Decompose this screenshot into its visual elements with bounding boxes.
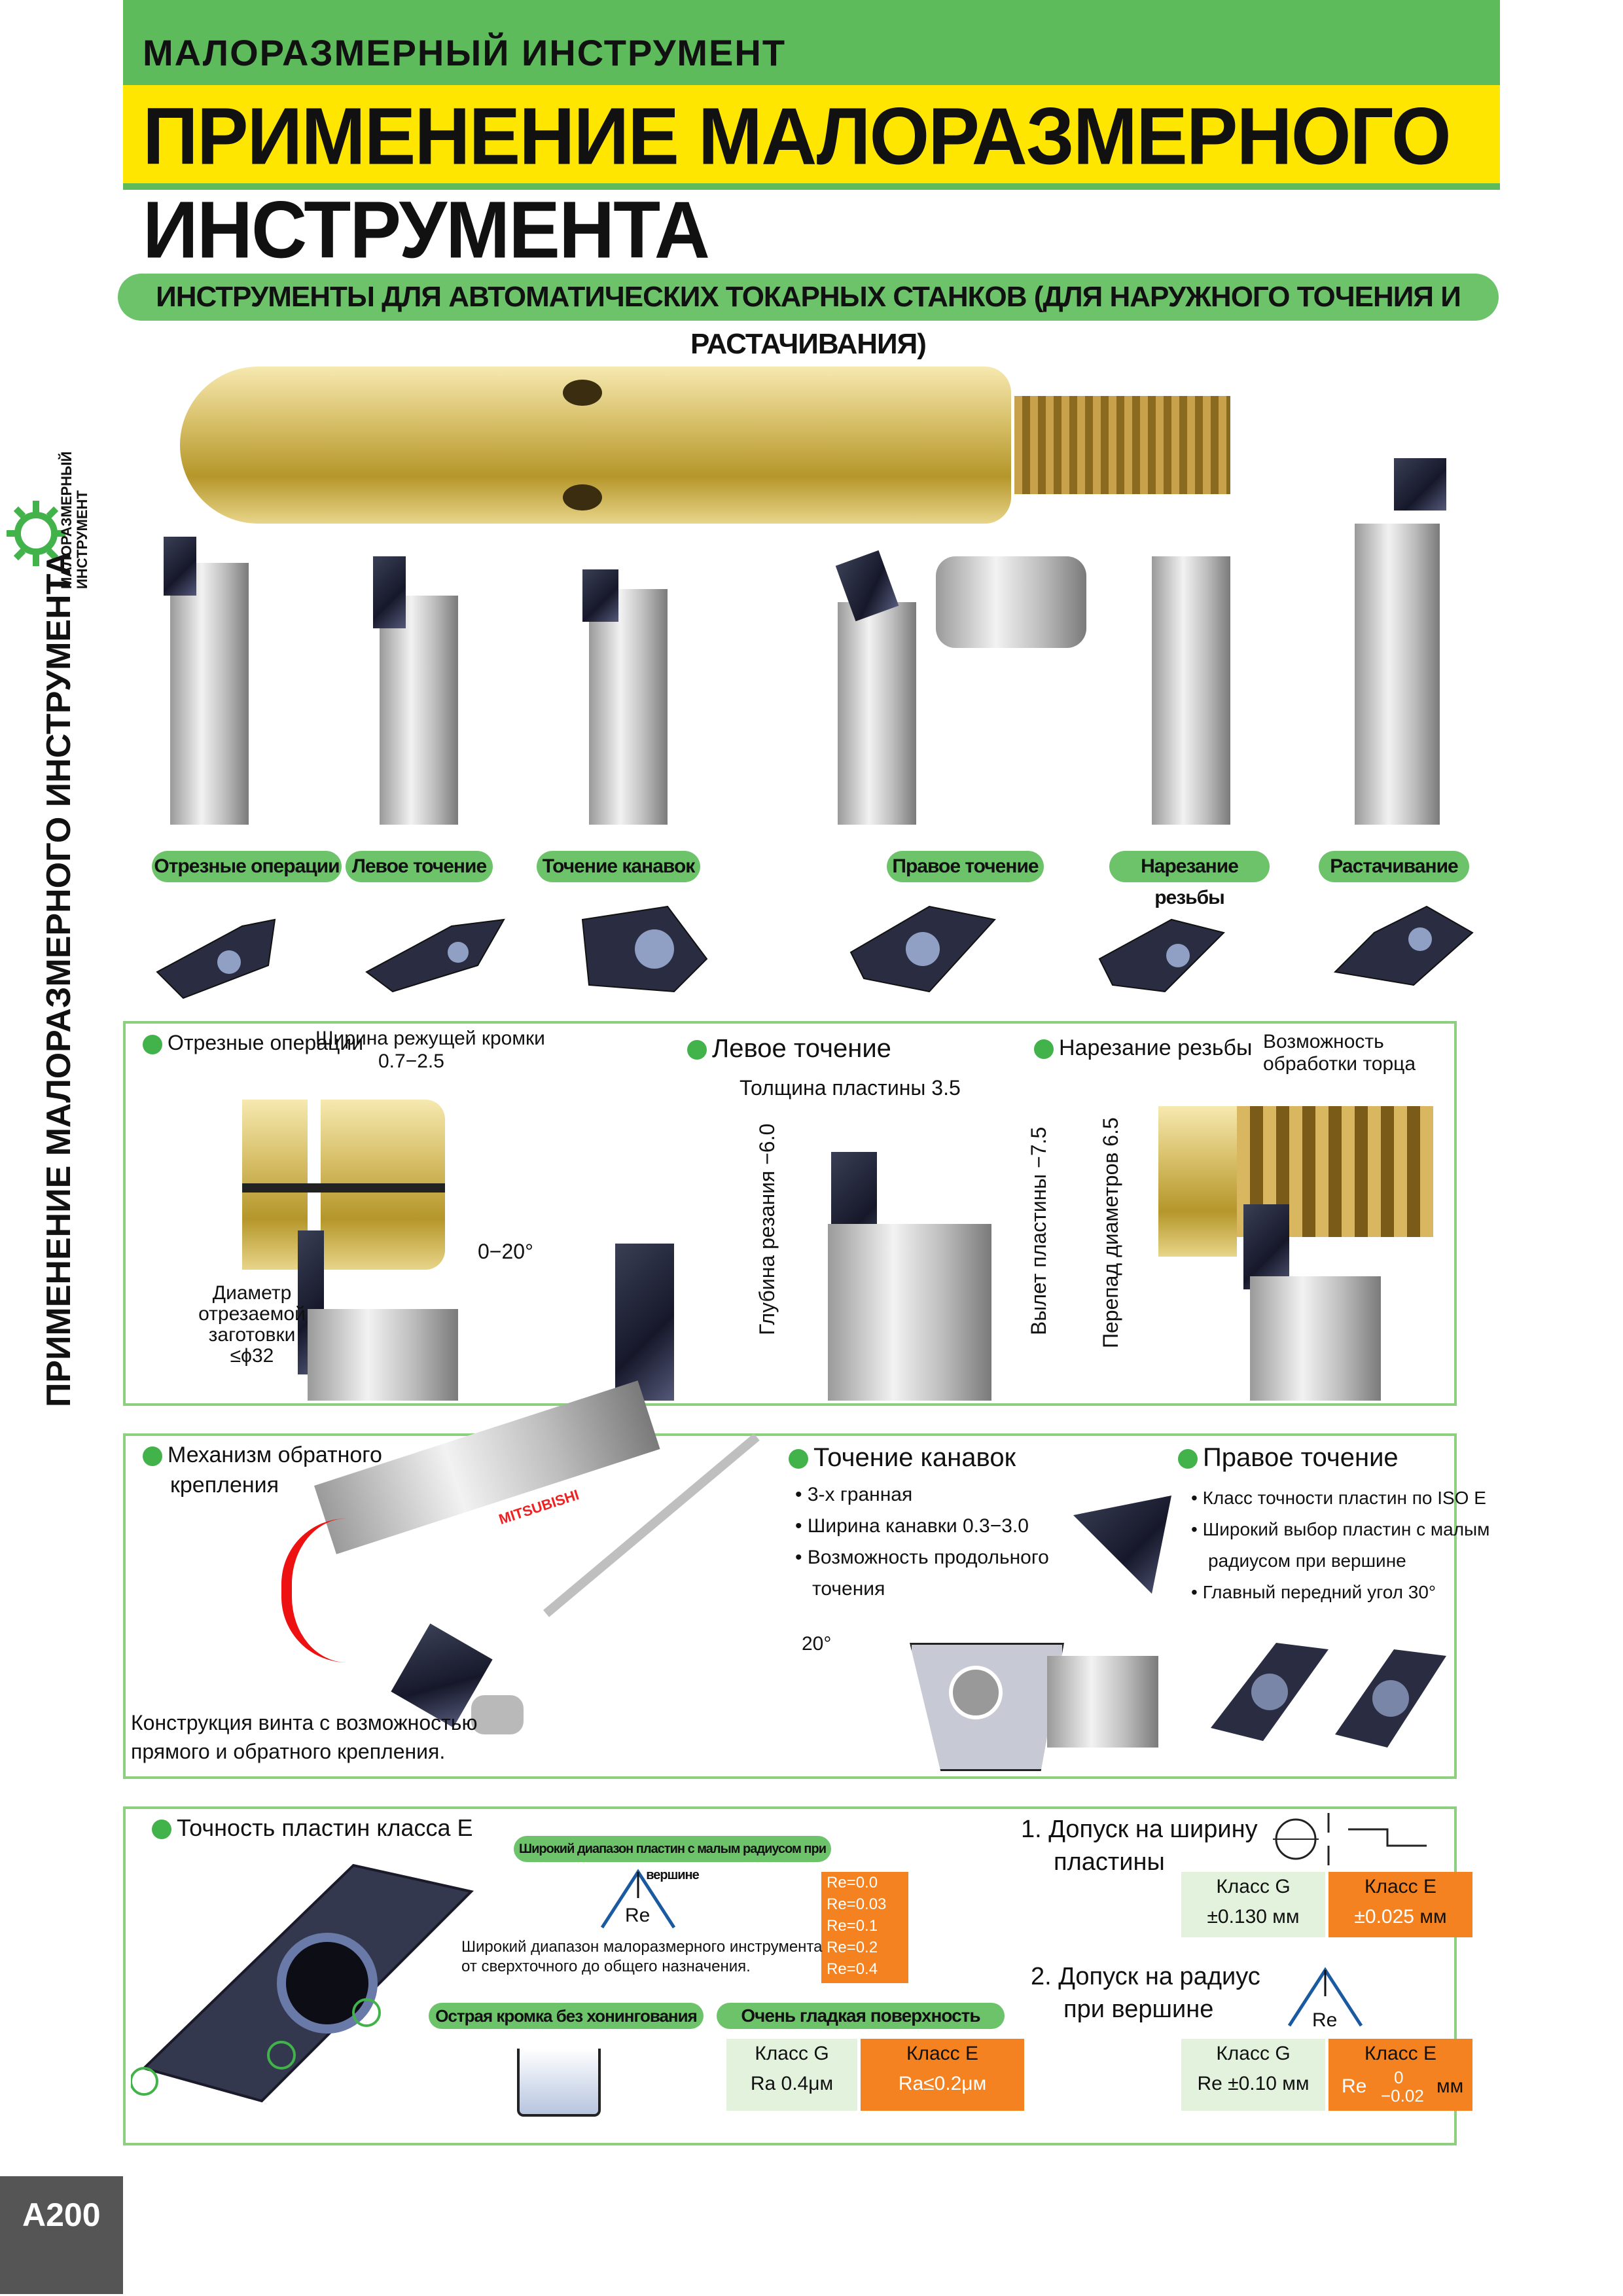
width-tolerance-icon xyxy=(1273,1813,1427,1865)
sharp-edge-drawing xyxy=(517,2049,601,2117)
tool-insert-1 xyxy=(164,537,196,596)
parting-angle: 0−20° xyxy=(478,1240,533,1263)
header-divider xyxy=(123,183,1500,190)
threading-holder xyxy=(1250,1276,1381,1401)
threading-insert xyxy=(1243,1204,1289,1289)
bullet-dot-icon xyxy=(143,1034,162,1054)
tool-holder-6 xyxy=(1152,556,1230,825)
clamp-screw-icon xyxy=(471,1695,524,1734)
parting-holder xyxy=(308,1309,458,1401)
grooving-bullets: • 3-х гранная • Ширина канавки 0.3−3.0 •… xyxy=(795,1484,1049,1600)
section-title: ИНСТРУМЕНТЫ ДЛЯ АВТОМАТИЧЕСКИХ ТОКАРНЫХ … xyxy=(118,274,1499,360)
tool-holder-7 xyxy=(1355,524,1440,825)
collet-thread xyxy=(1014,396,1230,494)
grooving-insert-hole xyxy=(949,1666,1003,1719)
tool-holder-4 xyxy=(838,602,916,825)
bullet-dot-icon xyxy=(789,1449,808,1469)
collet-hole-1 xyxy=(563,380,602,406)
page-title: ПРИМЕНЕНИЕ МАЛОРАЗМЕРНОГО ИНСТРУМЕНТА xyxy=(143,91,1452,276)
tool-insert-3 xyxy=(582,569,618,622)
tool-label-right: Правое точение xyxy=(887,851,1044,882)
accuracy-heading: Точность пластин класса E xyxy=(152,1814,473,1842)
tool-label-thread: Нарезание резьбы xyxy=(1109,851,1270,908)
parting-tool-right xyxy=(615,1244,674,1401)
clamp-heading: Механизм обратного крепления xyxy=(143,1440,382,1500)
threading-heading: Нарезание резьбы xyxy=(1034,1035,1252,1061)
tool-label-left: Левое точение xyxy=(346,851,493,882)
header-category-bar: МАЛОРАЗМЕРНЫЙ ИНСТРУМЕНТ xyxy=(123,0,1500,98)
clamp-caption: Конструкция винта с возможностью прямого… xyxy=(131,1711,478,1763)
page-number: A200 xyxy=(22,2197,101,2233)
grooving-holder xyxy=(1047,1656,1158,1748)
grooving-angle: 20° xyxy=(802,1633,832,1655)
radius-values: Re=0.0 Re=0.03 Re=0.1 Re=0.2 Re=0.4 xyxy=(821,1872,908,1983)
radius-label: Re xyxy=(625,1905,651,1926)
tool-insert-2 xyxy=(373,556,406,628)
sharp-edge-pill: Острая кромка без хонингования xyxy=(429,2003,704,2029)
threading-step: Перепад диаметров 6.5 xyxy=(1099,1117,1122,1348)
header-category: МАЛОРАЗМЕРНЫЙ ИНСТРУМЕНТ xyxy=(143,32,787,73)
sidebar-vertical-title: ПРИМЕНЕНИЕ МАЛОРАЗМЕРНОГО ИНСТРУМЕНТА xyxy=(40,551,78,1407)
parting-line xyxy=(242,1183,445,1193)
radius-range-pill: Широкий диапазон пластин с малым радиусо… xyxy=(514,1836,831,1882)
radius-class-g: Класс G Re ±0.10 мм xyxy=(1181,2039,1325,2111)
radius-triangle-icon xyxy=(600,1869,676,1929)
tool-label-boring: Растачивание xyxy=(1319,851,1469,882)
tool-holder-1 xyxy=(170,563,249,825)
radius-tolerance-icon xyxy=(1287,1967,1363,2027)
inserts-row xyxy=(156,905,1474,999)
tool-holder-2 xyxy=(380,596,458,825)
threading-workpiece xyxy=(1158,1106,1237,1257)
left-thickness: Толщина пластины 3.5 xyxy=(740,1076,961,1100)
parting-width-value: 0.7−2.5 xyxy=(378,1050,444,1072)
threading-face: Возможность обработки торца xyxy=(1263,1031,1416,1075)
width-tolerance-heading: 1. Допуск на ширину пластины xyxy=(1021,1816,1258,1876)
right-turning-bullets: • Класс точности пластин по ISO E • Широ… xyxy=(1191,1488,1490,1602)
tool-holder-5 xyxy=(936,556,1086,648)
accuracy-insert xyxy=(131,1863,474,2103)
radius-class-e: Класс E Re 0 −0.02 мм xyxy=(1329,2039,1472,2111)
tool-holder-3 xyxy=(589,589,668,825)
radius-tolerance-heading: 2. Допуск на радиус при вершине xyxy=(1031,1963,1260,2023)
collet-hole-2 xyxy=(563,484,602,511)
tool-label-grooving: Точение канавок xyxy=(537,851,700,882)
smooth-class-e: Класс E Ra≤0.2μм xyxy=(861,2039,1024,2111)
right-turning-inserts xyxy=(1211,1643,1446,1748)
tool-insert-7 xyxy=(1394,458,1446,511)
tool-label-parting: Отрезные операции xyxy=(152,851,342,882)
right-turning-heading: Правое точение xyxy=(1178,1443,1399,1473)
tools-illustration xyxy=(151,340,1492,864)
header-title-bar: ПРИМЕНЕНИЕ МАЛОРАЗМЕРНОГО ИНСТРУМЕНТА xyxy=(123,85,1500,276)
bullet-dot-icon xyxy=(152,1820,171,1840)
smooth-surface-pill: Очень гладкая поверхность xyxy=(717,2003,1005,2029)
width-class-e: Класс E ±0.025 мм xyxy=(1329,1872,1472,1937)
bullet-dot-icon xyxy=(1178,1449,1198,1469)
bullet-dot-icon xyxy=(143,1446,162,1467)
width-class-g: Класс G ±0.130 мм xyxy=(1181,1872,1325,1937)
parting-heading: Отрезные операции xyxy=(143,1031,363,1055)
smooth-class-g: Класс G Ra 0.4μм xyxy=(726,2039,857,2111)
left-depth: Глубина резания −6.0 xyxy=(755,1123,779,1335)
radius-tolerance-label: Re xyxy=(1312,2009,1338,2031)
grooving-heading: Точение канавок xyxy=(789,1443,1016,1473)
range-text: Широкий диапазон малоразмерного инструме… xyxy=(461,1938,823,1975)
bullet-dot-icon xyxy=(1034,1039,1054,1060)
page-number-tab: A200 xyxy=(0,2176,123,2294)
category-logo-icon xyxy=(7,501,65,566)
left-turning-heading: Левое точение xyxy=(687,1034,891,1064)
left-overhang: Вылет пластины −7.5 xyxy=(1027,1126,1050,1335)
parting-diameter: Диаметр отрезаемой заготовки ≤ϕ32 xyxy=(198,1282,306,1367)
left-holder xyxy=(828,1224,991,1401)
parting-width-label: Ширина режущей кромки xyxy=(315,1028,545,1049)
bullet-dot-icon xyxy=(687,1040,707,1060)
